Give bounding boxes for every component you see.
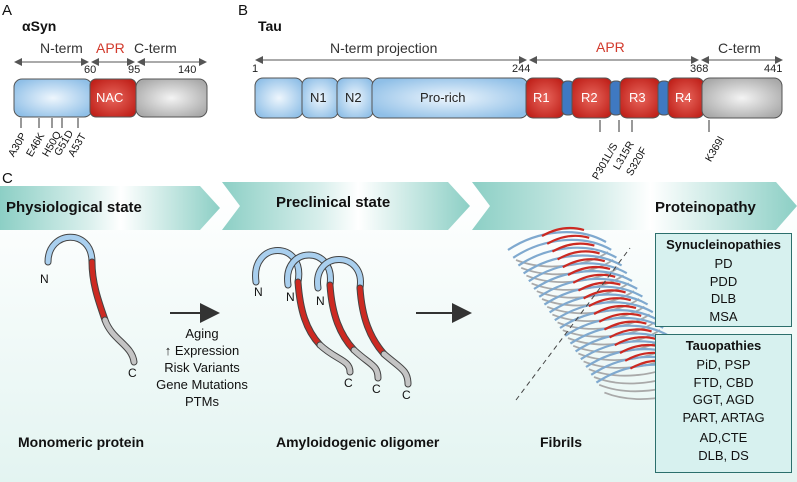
physiological-state-label: Physiological state bbox=[6, 199, 142, 216]
asyn-nterm-label: N-term bbox=[40, 40, 83, 56]
oligomer-caption: Amyloidogenic oligomer bbox=[276, 434, 440, 450]
factor-aging: Aging bbox=[185, 326, 219, 341]
oligomer-chains bbox=[252, 247, 412, 388]
monomer-caption: Monomeric protein bbox=[18, 434, 145, 450]
tauopathy-ad-cte: AD,CTE bbox=[699, 430, 748, 445]
tauopathy-ftd-cbd: FTD, CBD bbox=[693, 374, 754, 390]
oligomer-n-terminus-2: N bbox=[286, 290, 295, 304]
fibrils-caption: Fibrils bbox=[540, 434, 583, 450]
tau-pos-244: 244 bbox=[512, 63, 531, 75]
tau-cterm-domain bbox=[701, 77, 783, 119]
preclinical-state-arrow bbox=[222, 182, 470, 230]
factor-expression: ↑ Expression bbox=[164, 343, 240, 358]
tau-mutation-ticks bbox=[599, 120, 710, 132]
proteinopathy-state-label: Proteinopathy bbox=[655, 199, 756, 216]
synucleinopathies-header: Synucleinopathies bbox=[666, 237, 781, 252]
monomer-c-terminus: C bbox=[128, 366, 137, 380]
tau-r2-label: R2 bbox=[581, 90, 598, 105]
synucleinopathy-pd: PD bbox=[714, 256, 733, 271]
oligomer-n-terminus-3: N bbox=[316, 294, 325, 308]
fibril-axis bbox=[515, 247, 631, 401]
physiological-state-arrow bbox=[0, 186, 220, 230]
oligomer-c-terminus-3: C bbox=[402, 388, 411, 402]
tau-pos-1: 1 bbox=[252, 63, 259, 75]
tau-apr-label: APR bbox=[596, 39, 625, 55]
monomer-chain bbox=[44, 233, 138, 366]
oligomer-c-terminus-2: C bbox=[372, 382, 381, 396]
tauopathies-box: Tauopathies PiD, PSP FTD, CBD GGT, AGD P… bbox=[655, 334, 792, 473]
factor-risk-variants: Risk Variants bbox=[164, 360, 240, 375]
proteinopathy-state-arrow bbox=[472, 182, 797, 230]
tau-cterm-label: C-term bbox=[718, 40, 761, 56]
panel-b-letter: B bbox=[238, 2, 249, 19]
asyn-title: αSyn bbox=[22, 18, 57, 34]
synucleinopathy-pdd: PDD bbox=[709, 273, 738, 289]
oligomer-n-terminus-1: N bbox=[254, 285, 263, 299]
tau-r4-label: R4 bbox=[675, 90, 692, 105]
asyn-pos-95: 95 bbox=[128, 64, 141, 76]
tau-title: Tau bbox=[258, 18, 282, 34]
tauopathy-ggt-agd: GGT, AGD bbox=[692, 392, 755, 407]
tau-prorich-label: Pro-rich bbox=[420, 90, 466, 105]
panel-c-letter: C bbox=[2, 170, 13, 187]
asyn-mutation-ticks bbox=[20, 118, 79, 128]
asyn-nterm-domain bbox=[13, 78, 93, 118]
tauopathy-dlb-ds: DLB, DS bbox=[698, 447, 749, 463]
synucleinopathy-dlb: DLB bbox=[710, 291, 737, 306]
asyn-pos-140: 140 bbox=[178, 64, 197, 76]
synucleinopathies-box: Synucleinopathies PD PDD DLB MSA bbox=[655, 233, 792, 327]
tau-start-domain bbox=[254, 77, 304, 119]
tau-r3-label: R3 bbox=[629, 90, 646, 105]
preclinical-state-label: Preclinical state bbox=[276, 194, 391, 211]
tauopathy-part-artag: PART, ARTAG bbox=[682, 409, 765, 425]
tauopathies-header: Tauopathies bbox=[685, 338, 762, 353]
tau-r1-label: R1 bbox=[533, 90, 550, 105]
panel-a-letter: A bbox=[2, 2, 13, 19]
tau-pos-441: 441 bbox=[764, 63, 783, 75]
tau-nterm-label: N-term projection bbox=[330, 40, 438, 56]
oligomer-c-terminus-1: C bbox=[344, 376, 353, 390]
tau-n1-label: N1 bbox=[310, 90, 327, 105]
factor-ptms: PTMs bbox=[185, 394, 219, 409]
factor-gene-mutations: Gene Mutations bbox=[156, 377, 248, 392]
asyn-pos-60: 60 bbox=[84, 64, 97, 76]
monomer-n-terminus: N bbox=[40, 272, 49, 286]
tau-pos-368: 368 bbox=[690, 63, 709, 75]
asyn-cterm-label: C-term bbox=[134, 40, 177, 56]
asyn-nac-label: NAC bbox=[96, 90, 124, 105]
asyn-cterm-domain bbox=[135, 78, 208, 118]
asyn-apr-label: APR bbox=[96, 40, 125, 56]
tauopathy-pid-psp: PiD, PSP bbox=[696, 357, 751, 372]
synucleinopathy-msa: MSA bbox=[709, 308, 738, 324]
tau-n2-label: N2 bbox=[345, 90, 362, 105]
